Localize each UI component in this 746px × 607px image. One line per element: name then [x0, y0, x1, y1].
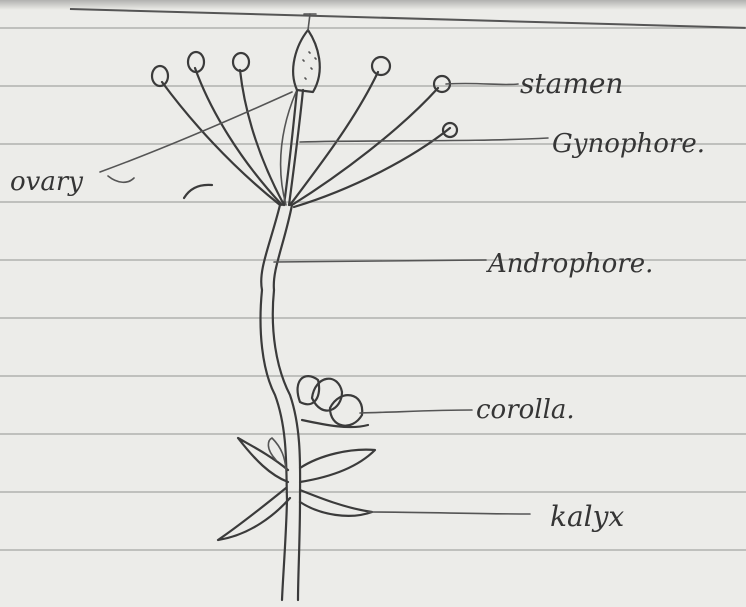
calyx-sepal-left-top — [238, 438, 288, 482]
calyx-sepal-left-bottom — [218, 488, 290, 540]
leader-calyx — [368, 512, 530, 514]
label-stamen: stamen — [520, 67, 623, 100]
leader-androphore — [274, 260, 486, 262]
stamen-filament-3 — [240, 70, 284, 205]
leader-stamen — [446, 83, 518, 84]
anther-1 — [152, 66, 168, 86]
leader-corolla — [360, 410, 472, 413]
label-gynophore: Gynophore. — [552, 129, 705, 159]
stamen-filament-5 — [292, 88, 438, 205]
calyx-sepal-right-bottom — [300, 490, 372, 516]
stalk-left-edge — [261, 205, 287, 600]
calyx-sepal-right-top — [300, 450, 375, 482]
stamen-filament-1 — [162, 82, 280, 205]
corolla-petal-2 — [312, 379, 342, 411]
label-androphore: Androphore. — [486, 249, 653, 279]
ovary-style — [308, 14, 310, 30]
anther-3 — [233, 53, 249, 71]
anther-6 — [443, 123, 457, 137]
ovary-dots — [303, 52, 316, 79]
label-ovary: ovary — [10, 167, 83, 197]
corolla-petal-1 — [298, 376, 320, 404]
label-corolla: corolla. — [476, 395, 575, 425]
curve-mark — [184, 185, 212, 198]
corolla-petal-3 — [330, 395, 362, 426]
ovary-body — [293, 30, 320, 92]
anther-4 — [372, 57, 390, 75]
stamen-filament-7 — [281, 92, 296, 205]
ovary-label-arrow — [108, 176, 134, 182]
label-calyx: kalyx — [550, 500, 624, 533]
